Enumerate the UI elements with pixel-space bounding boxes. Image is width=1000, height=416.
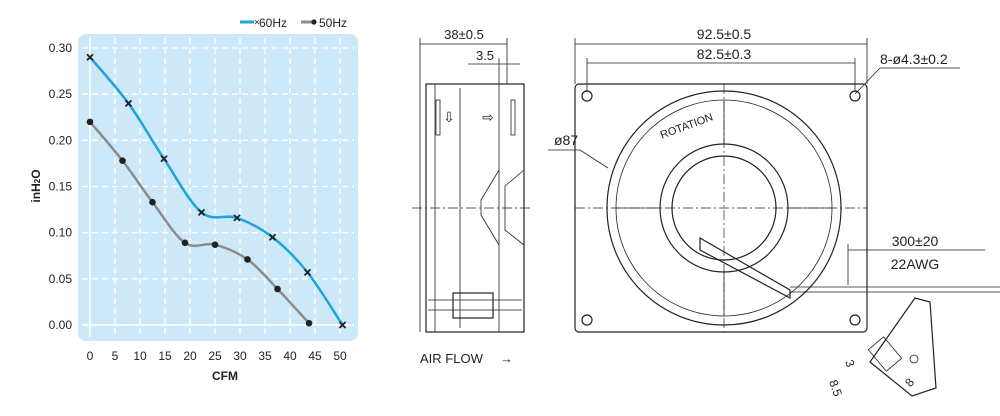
- data-point-60hz: [338, 321, 347, 329]
- y-tick-label: 0.20: [49, 133, 73, 147]
- x-tick-label: 20: [183, 349, 197, 363]
- x-tick-label: 30: [233, 349, 247, 363]
- x-tick-label: 15: [158, 349, 172, 363]
- data-point-60hz: [233, 214, 241, 222]
- terminal-dim-3: 3: [842, 358, 858, 369]
- outer-width-dimension: 92.5±0.5: [697, 26, 752, 42]
- x-tick-label: 0: [87, 349, 94, 363]
- terminal-dim-8: 8: [902, 375, 917, 389]
- data-point-50hz: [119, 157, 126, 164]
- y-tick-label: 0.25: [49, 87, 73, 101]
- x-tick-label: 45: [308, 349, 322, 363]
- data-point-50hz: [244, 256, 251, 263]
- legend-50hz-label: 50Hz: [319, 16, 347, 30]
- airflow-label: AIR FLOW: [420, 351, 484, 366]
- data-point-50hz: [149, 198, 156, 206]
- front-view: 92.5±0.5 82.5±0.3 8-ø4.3±0.2 ø87 ROTATIO…: [548, 26, 1000, 333]
- y-tick-label: 0.15: [49, 180, 73, 194]
- data-point-60hz: [86, 53, 94, 61]
- rotation-arrow-right-icon: ⇨: [482, 109, 494, 125]
- data-point-50hz: [274, 285, 281, 293]
- data-point-60hz: [303, 268, 312, 277]
- airflow-arrow-icon: →: [500, 351, 513, 366]
- legend-60hz-label: 60Hz: [259, 16, 287, 30]
- plot-background: [78, 34, 358, 341]
- data-point-50hz: [86, 118, 94, 126]
- data-point-60hz: [124, 99, 133, 108]
- x-tick-label: 50: [333, 349, 347, 363]
- legend-50hz-marker: [311, 19, 317, 25]
- x-tick-label: 5: [112, 349, 119, 363]
- x-tick-label: 25: [208, 349, 222, 363]
- data-point-50hz: [181, 239, 189, 247]
- data-point-60hz: [197, 208, 206, 216]
- flange-dimension: 3.5: [476, 48, 494, 63]
- series-line-50hz: [89, 121, 310, 325]
- y-tick-label: 0.00: [49, 318, 73, 332]
- pq-curve-chart: 0 5 10 15 20 25 30 35 40 45 50 0.00 0.05 0.10 0.15 0.20…: [29, 16, 358, 383]
- legend: × 60Hz 50Hz: [240, 16, 347, 30]
- airflow-arrow-down-icon: ⇩: [443, 109, 455, 125]
- depth-dimension: 38±0.5: [444, 27, 484, 42]
- legend-60hz-marker: ×: [254, 18, 260, 29]
- mounting-holes: [581, 90, 861, 326]
- x-tick-label: 40: [283, 349, 297, 363]
- y-tick-label: 0.10: [49, 226, 73, 240]
- lead-gauge-label: 22AWG: [891, 256, 940, 272]
- series-layer: [86, 53, 347, 329]
- data-point-60hz: [268, 233, 277, 241]
- terminal-detail: 8.5 3 8: [826, 297, 937, 399]
- y-tick-label: 0.05: [49, 272, 73, 286]
- lead-length-dimension: 300±20: [892, 233, 939, 249]
- data-point-60hz: [160, 155, 168, 163]
- y-tick-label: 0.30: [49, 41, 73, 55]
- data-point-50hz: [305, 319, 313, 327]
- lead-strain-relief: [699, 236, 791, 299]
- series-line-60hz: [89, 56, 344, 326]
- x-axis-label: CFM: [212, 369, 238, 383]
- y-axis-label: inH2O: [29, 169, 43, 202]
- hole-pitch-dimension: 82.5±0.3: [697, 46, 752, 62]
- x-tick-label: 35: [258, 349, 272, 363]
- tick-labels: 0 5 10 15 20 25 30 35 40 45 50 0.00 0.05 0.10 0.15 0.20…: [49, 41, 347, 363]
- side-view: ⇩ ⇨ 38±0.5 3.5 AIR FLOW →: [412, 27, 530, 366]
- terminal-dim-8-5: 8.5: [826, 378, 845, 399]
- rotation-label: ROTATION: [659, 111, 715, 141]
- x-tick-label: 10: [133, 349, 147, 363]
- grid: [82, 38, 354, 337]
- frame-diameter-dimension: ø87: [554, 132, 578, 148]
- hole-dimension: 8-ø4.3±0.2: [880, 51, 948, 67]
- data-point-50hz: [211, 241, 219, 248]
